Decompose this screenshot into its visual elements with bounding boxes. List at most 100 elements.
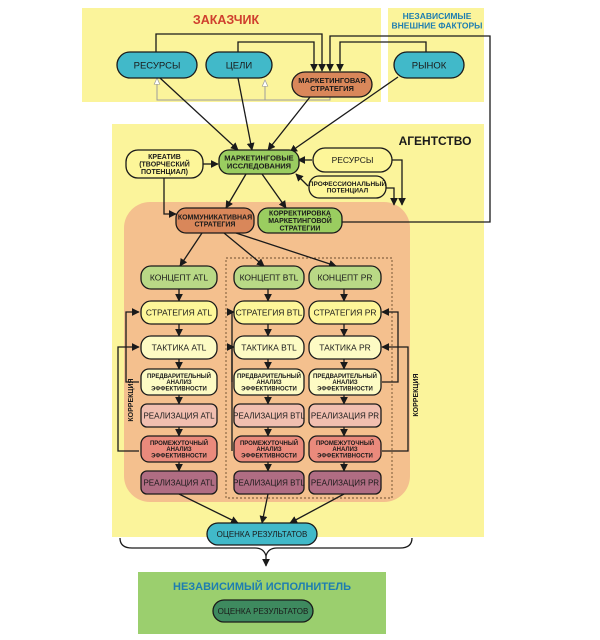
communicative-strategy-box-shape (175, 207, 255, 234)
implementation-atl-box-2-label: РЕАЛИЗАЦИЯ ATL (143, 478, 215, 487)
concept-atl-box-label: КОНЦЕПТ ATL (150, 272, 208, 282)
agency-resources-box-label: РЕСУРСЫ (332, 155, 374, 165)
client-region-title: ЗАКАЗЧИК (193, 13, 260, 27)
strategy-atl-box-label: СТРАТЕГИЯ ATL (146, 307, 212, 317)
preliminary-analysis-pr-box-shape (308, 368, 382, 396)
concept-pr-box: КОНЦЕПТ PR (308, 265, 382, 290)
btl-pr-group-frame (225, 257, 393, 499)
interim-analysis-btl-box-shape (233, 435, 305, 463)
edge-mstrategy-research (267, 96, 311, 151)
market-box-shape (393, 51, 465, 79)
tactics-btl-box-label: ТАКТИКА BTL (241, 342, 297, 352)
contractor-results-box-shape (212, 599, 314, 623)
implementation-btl-box-1: РЕАЛИЗАЦИЯ BTL (233, 403, 305, 428)
implementation-atl-box-1-label: РЕАЛИЗАЦИЯ ATL (143, 411, 215, 420)
concept-pr-box-shape (308, 265, 382, 290)
edge-creative-to-comm (163, 178, 177, 218)
tactics-pr-box: ТАКТИКА PR (308, 335, 382, 360)
strategy-pr-box: СТРАТЕГИЯ PR (308, 300, 382, 325)
edge-resources-agency-to-orange (392, 159, 406, 206)
edge-correction-loop (326, 35, 491, 223)
implementation-atl-box-2: РЕАЛИЗАЦИЯ ATL (140, 470, 218, 495)
edge-professional-to-orange (386, 187, 398, 206)
creative-box-shape (125, 149, 204, 179)
edge-comm-concept-btl (223, 232, 265, 267)
implementation-btl-box-2-label: РЕАЛИЗАЦИЯ BTL (233, 478, 305, 487)
implementation-btl-box-1-shape (233, 403, 305, 428)
concept-atl-box-shape (140, 265, 218, 290)
concept-atl-box: КОНЦЕПТ ATL (140, 265, 218, 290)
tactics-atl-box-shape (140, 335, 218, 360)
strategy-atl-box-shape (140, 300, 218, 325)
implementation-atl-box-1-shape (140, 403, 218, 428)
edge-professional-research (295, 173, 309, 187)
implementation-btl-box-2: РЕАЛИЗАЦИЯ BTL (233, 470, 305, 495)
edge-comm-concept-pr (235, 232, 337, 268)
edge-left-correction-inner (125, 308, 140, 383)
contractor-region-title: НЕЗАВИСИМЫЙ ИСПОЛНИТЕЛЬ (173, 580, 351, 593)
strategy-atl-box: СТРАТЕГИЯ ATL (140, 300, 218, 325)
edge-right-correction-outer (381, 343, 409, 452)
contractor-results-box-label: ОЦЕНКА РЕЗУЛЬТАТОВ (218, 607, 309, 616)
client-goals-box: ЦЕЛИ (205, 51, 273, 79)
strategy-correction-box-shape (257, 207, 343, 234)
implementation-atl-box-1: РЕАЛИЗАЦИЯ ATL (140, 403, 218, 428)
edge-resources-research (159, 77, 239, 151)
edge-research-comm (225, 173, 247, 209)
edge-left-correction-outer (117, 343, 140, 452)
tactics-pr-box-shape (308, 335, 382, 360)
edge-market-research (289, 76, 399, 153)
client-resources-box-label: РЕСУРСЫ (134, 60, 181, 71)
tactics-btl-box: ТАКТИКА BTL (233, 335, 305, 360)
edge-impl-btl-results (259, 493, 269, 524)
marketing-research-box-shape (218, 149, 300, 175)
implementation-pr-box-2: РЕАЛИЗАЦИЯ PR (308, 470, 382, 495)
client-goals-box-label: ЦЕЛИ (226, 60, 253, 71)
tactics-atl-box-label: ТАКТИКА ATL (152, 342, 207, 352)
tactics-atl-box: ТАКТИКА ATL (140, 335, 218, 360)
edge-goals-to-mstrategy (237, 41, 318, 72)
strategy-btl-box-shape (233, 300, 305, 325)
implementation-pr-box-2-label: РЕАЛИЗАЦИЯ PR (311, 478, 379, 487)
agency-region-title: АГЕНТСТВО (399, 134, 472, 148)
market-box-label: РЫНОК (412, 60, 447, 71)
edge-middle-correction-inner (226, 308, 235, 382)
edge-impl-pr-results (289, 493, 345, 524)
agency-resources-box-shape (312, 147, 393, 173)
market-box: РЫНОК (393, 51, 465, 79)
marketing-strategy-box-shape (291, 71, 373, 98)
concept-btl-box-label: КОНЦЕПТ BTL (240, 272, 299, 282)
contractor-results-box: ОЦЕНКА РЕЗУЛЬТАТОВ (212, 599, 314, 623)
strategy-btl-box: СТРАТЕГИЯ BTL (233, 300, 305, 325)
edge-comm-concept-atl (179, 232, 203, 267)
edge-right-correction-inner (381, 308, 399, 383)
preliminary-analysis-btl-box-shape (233, 368, 305, 396)
left-correction-label: КОРРЕКЦИЯ (128, 378, 135, 421)
implementation-pr-box-1-label: РЕАЛИЗАЦИЯ PR (311, 411, 379, 420)
agency-results-box-label: ОЦЕНКА РЕЗУЛЬТАТОВ (217, 530, 308, 539)
strategy-btl-box-label: СТРАТЕГИЯ BTL (236, 307, 303, 317)
edge-market-to-mstrategy (336, 41, 427, 72)
implementation-atl-box-2-shape (140, 470, 218, 495)
interim-analysis-atl-box-shape (140, 435, 218, 463)
